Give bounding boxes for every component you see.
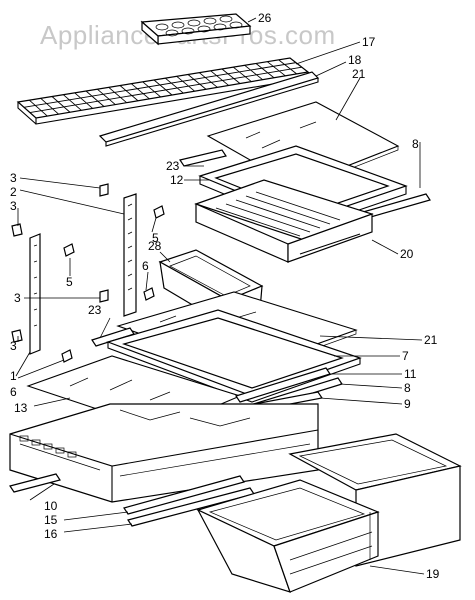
- callout-17: 17: [362, 35, 376, 49]
- wire-shelf-part: [16, 57, 310, 125]
- shelf-wire: [221, 68, 241, 84]
- shelf-wire: [85, 90, 105, 107]
- callout-13: 13: [14, 401, 28, 415]
- callout-12: 12: [170, 173, 184, 187]
- callout-21-lower: 21: [424, 333, 438, 347]
- callout-10: 10: [44, 499, 58, 513]
- crisper-shelf-frame-part: [106, 309, 362, 403]
- callout-26: 26: [258, 11, 272, 25]
- callout-19: 19: [426, 567, 440, 581]
- callout-11: 11: [404, 367, 417, 381]
- shelf-wire: [29, 99, 48, 117]
- egg-tray-part: [140, 13, 252, 46]
- support-clip-parts: [11, 183, 109, 343]
- shelf-crossbar: [23, 62, 297, 108]
- shelf-rail-part: [98, 71, 320, 147]
- callout-2: 2: [10, 185, 17, 199]
- callout-3-d: 3: [10, 339, 17, 353]
- shelf-wire: [131, 83, 150, 100]
- callout-7: 7: [402, 349, 409, 363]
- shelf-wire: [176, 75, 195, 92]
- shelf-wire: [199, 72, 218, 88]
- shelf-wire: [119, 85, 139, 102]
- shelf-wire: [142, 81, 161, 98]
- callout-1: 1: [10, 369, 17, 383]
- shelf-wire: [165, 77, 184, 94]
- shelf-wire: [40, 97, 59, 115]
- shelf-wire: [255, 63, 275, 79]
- callout-3-b: 3: [10, 199, 17, 213]
- callout-5-b: 5: [66, 275, 73, 289]
- callout-labels: 26 17 18 21 8 23 12 3 2 3 5 28 20 6 5 3 …: [10, 11, 440, 581]
- leader-lines: [15, 17, 425, 575]
- callout-8-upper: 8: [412, 137, 419, 151]
- crisper-cover-frame: [9, 403, 319, 503]
- callout-20: 20: [400, 247, 414, 261]
- callout-16: 16: [44, 527, 58, 541]
- callout-6-b: 6: [10, 385, 17, 399]
- callout-23-upper: 23: [166, 159, 180, 173]
- callout-3-a: 3: [10, 171, 17, 185]
- shelf-wire: [187, 74, 207, 90]
- screw-parts: [61, 205, 165, 363]
- shelf-wire: [74, 92, 93, 109]
- shelf-wire: [63, 94, 82, 111]
- callout-21-upper: 21: [352, 67, 366, 81]
- shelf-wire: [233, 66, 252, 82]
- callout-28: 28: [148, 239, 162, 253]
- shelf-wire: [97, 88, 116, 105]
- shelf-crossbar: [29, 66, 302, 114]
- vertical-shelf-ladder-part: [123, 193, 137, 317]
- callout-6-a: 6: [142, 259, 149, 273]
- callout-8-lower: 8: [404, 381, 411, 395]
- meat-drawer-part: [194, 179, 374, 263]
- shelf-wire: [153, 79, 173, 96]
- callout-3-c: 3: [14, 291, 21, 305]
- callout-5-a: 5: [152, 231, 159, 245]
- callout-18: 18: [348, 53, 362, 67]
- shelf-wire: [244, 64, 263, 81]
- crisper-drawers-part: [196, 433, 462, 593]
- shelf-wire: [278, 59, 297, 75]
- upper-front-strip-part: [179, 149, 227, 167]
- callout-15: 15: [44, 513, 58, 527]
- shelf-wire: [267, 61, 286, 77]
- callout-23-lower: 23: [88, 303, 102, 317]
- shelf-wire: [51, 96, 71, 113]
- shelf-wire: [108, 86, 127, 104]
- callout-9: 9: [404, 397, 411, 411]
- left-shelf-ladder-part: [29, 233, 41, 355]
- shelf-wire: [210, 70, 229, 86]
